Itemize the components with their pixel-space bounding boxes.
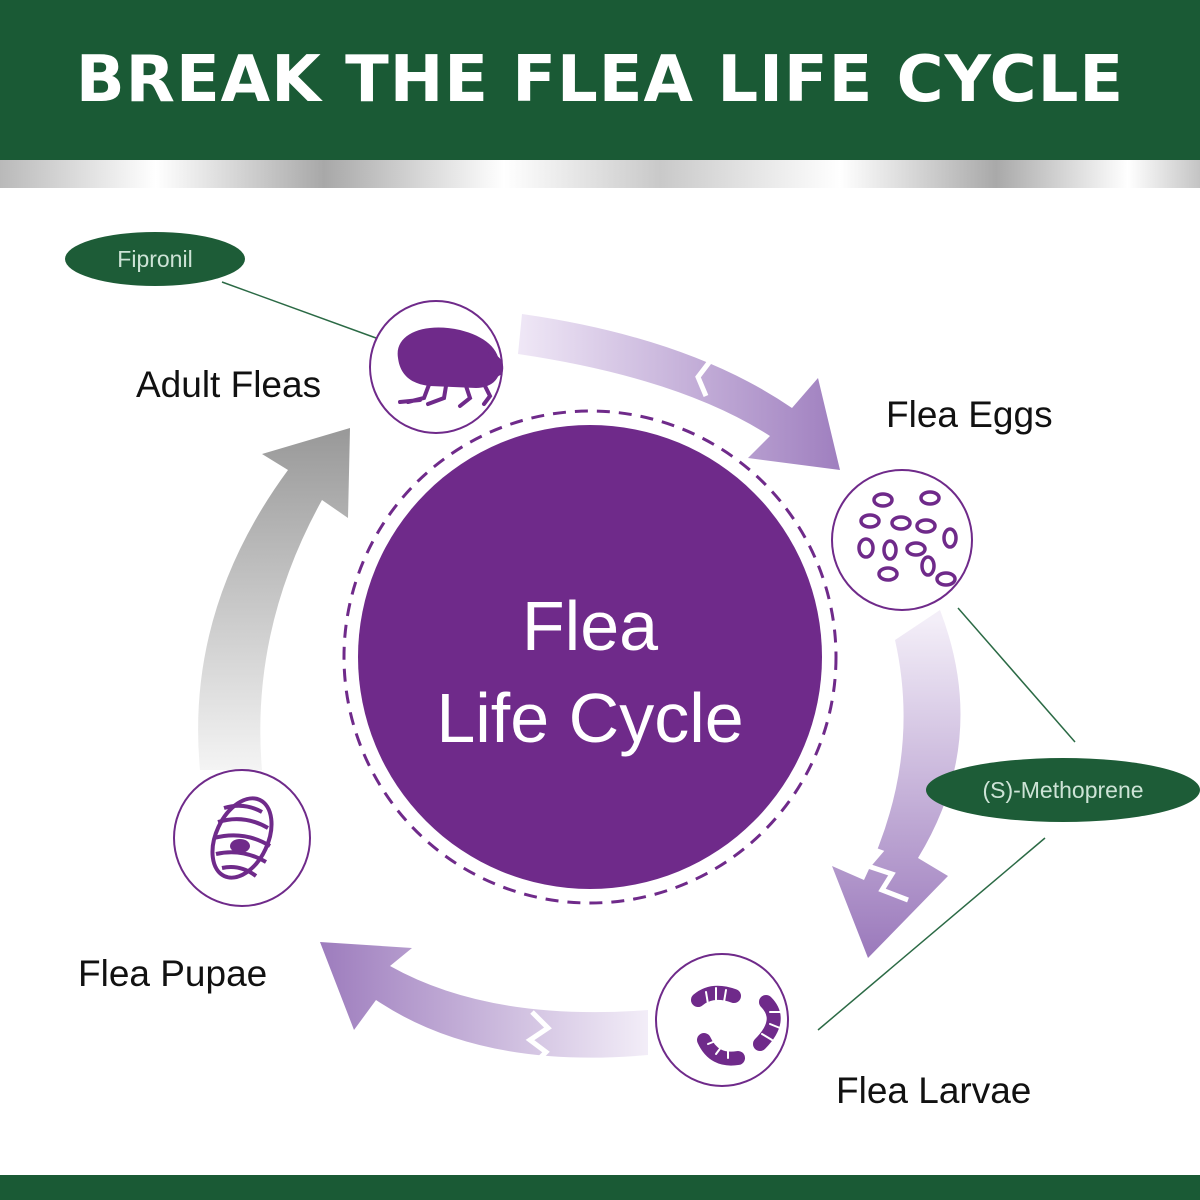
pupa-icon <box>210 796 274 880</box>
stage-circle-pupae <box>173 769 311 907</box>
treatment-connectors <box>221 281 1076 1031</box>
stage-circle-larvae <box>655 953 789 1087</box>
label-flea-eggs: Flea Eggs <box>886 394 1053 435</box>
flea-icon <box>397 327 504 408</box>
center-title-line1: Flea <box>521 587 659 665</box>
break-marks <box>525 325 909 1068</box>
treatment-fipronil: Fipronil <box>65 232 245 286</box>
connector-methoprene-eggs <box>957 607 1076 743</box>
treatment-methoprene-label: (S)-Methoprene <box>982 776 1144 803</box>
larvae-icon <box>691 985 783 1066</box>
arrow-pupae-to-adults <box>198 428 350 770</box>
footer-bar <box>0 1175 1200 1200</box>
treatment-methoprene: (S)-Methoprene <box>926 758 1200 822</box>
eggs-icon <box>857 490 958 587</box>
stage-circle-eggs <box>831 469 973 611</box>
center-circle <box>358 425 822 889</box>
page-title: BREAK THE FLEA LIFE CYCLE <box>75 43 1125 117</box>
header-banner: BREAK THE FLEA LIFE CYCLE <box>0 0 1200 160</box>
arrow-eggs-to-larvae <box>832 610 961 958</box>
label-adult-fleas: Adult Fleas <box>136 364 322 405</box>
label-flea-larvae: Flea Larvae <box>836 1070 1032 1111</box>
connector-methoprene-larvae <box>817 837 1046 1031</box>
treatment-fipronil-label: Fipronil <box>117 245 193 272</box>
silver-stripe <box>0 160 1200 188</box>
connector-fipronil-adults <box>221 281 377 339</box>
center-title-line2: Life Cycle <box>436 679 744 758</box>
break-mark-bottom <box>525 1010 552 1068</box>
break-mark-top <box>695 325 718 397</box>
break-mark-right <box>857 841 909 903</box>
label-flea-pupae: Flea Pupae <box>78 953 268 994</box>
center-title: Flea Life Cycle <box>350 580 830 765</box>
center-dashed-ring <box>342 409 838 905</box>
arrow-larvae-to-pupae <box>320 942 648 1058</box>
arrow-adults-to-eggs <box>518 314 840 470</box>
